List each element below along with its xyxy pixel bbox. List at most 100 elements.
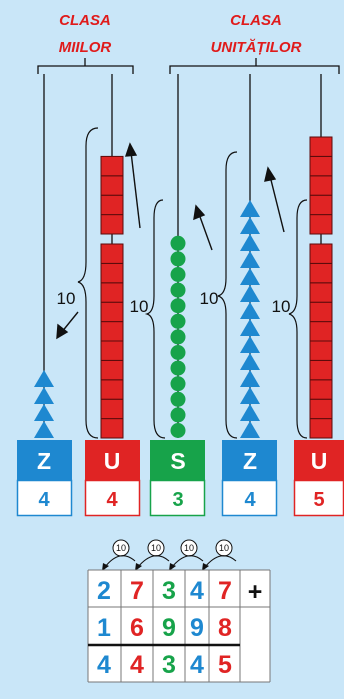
exchange-arrow-2-head — [124, 142, 138, 157]
beads-thousands-tens — [34, 370, 54, 438]
bead-col4-9 — [240, 285, 260, 302]
bead-col2-8 — [100, 282, 124, 303]
header-left-line1: CLASA — [59, 12, 111, 29]
row1-digit-5: 7 — [218, 577, 232, 605]
bead-col4-4 — [240, 370, 260, 387]
bead-col3-12 — [170, 251, 186, 267]
bead-col2-9 — [100, 262, 124, 284]
bead-col4-10 — [240, 268, 260, 285]
exchange-arrow-4 — [269, 175, 285, 233]
tile-s — [150, 440, 205, 480]
tile-label-1: Z — [37, 448, 51, 474]
exchange-arrow-4-head — [264, 166, 277, 182]
exchange-arrow-1-head — [56, 323, 69, 340]
bead-col2-4 — [100, 359, 124, 381]
value-2: 4 — [106, 489, 118, 511]
bead-col3-2 — [170, 407, 186, 423]
beads-tens — [240, 200, 260, 438]
bead-col5-2 — [309, 398, 333, 420]
bead-col1-2 — [34, 404, 54, 421]
value-3: 3 — [172, 489, 183, 511]
bead-col1-4 — [34, 370, 54, 387]
bead-col2-1 — [100, 418, 124, 439]
result-digit-4: 4 — [190, 651, 204, 679]
result-digit-2: 4 — [130, 651, 144, 679]
row1-digit-4: 4 — [190, 577, 204, 605]
bead-col5-5 — [309, 340, 333, 361]
row1-digit-2: 7 — [130, 577, 144, 605]
exchange-brace-1 — [77, 127, 99, 439]
exchange-arrow-2 — [130, 151, 141, 229]
bead-col2-6 — [100, 321, 124, 342]
header-right-line1: CLASA — [230, 12, 282, 29]
bead-col3-9 — [170, 298, 186, 314]
carry-label-1: 10 — [116, 543, 126, 553]
bead-col3-1 — [170, 423, 186, 438]
bead-col2-5 — [100, 340, 124, 361]
bead-col3-3 — [170, 391, 186, 407]
bead-col5-15 — [309, 136, 333, 157]
carry-arc-4 — [204, 555, 237, 568]
row2-digit-3: 9 — [162, 614, 176, 642]
tile-label-4: Z — [243, 448, 257, 474]
result-digit-5: 5 — [218, 651, 232, 679]
tile-z-thousands — [17, 440, 72, 480]
row2-digit-1: 1 — [97, 614, 111, 642]
exchange-brace-2 — [144, 199, 166, 439]
bead-col5-4 — [309, 359, 333, 381]
grid-background — [88, 570, 270, 682]
bead-col3-8 — [170, 313, 186, 329]
bead-col5-13 — [309, 175, 333, 196]
carry-arc-1 — [104, 555, 136, 568]
bead-col4-2 — [240, 404, 260, 421]
bead-col2-12 — [100, 194, 124, 216]
result-digit-3: 3 — [162, 651, 176, 679]
bead-col4-11 — [240, 251, 260, 268]
exchange-label-4: 10 — [272, 297, 291, 316]
value-4: 4 — [244, 489, 256, 511]
row1-digit-3: 3 — [162, 577, 176, 605]
value-box-1 — [16, 479, 73, 517]
exchange-brace-4 — [288, 199, 308, 439]
carry-label-4: 10 — [219, 543, 229, 553]
value-box-2 — [84, 479, 141, 517]
bead-col2-7 — [100, 301, 124, 323]
bead-col5-10 — [309, 243, 333, 264]
exchange-label-1: 10 — [57, 289, 76, 308]
bead-col3-4 — [170, 376, 186, 392]
exchange-brace-3 — [217, 151, 238, 439]
bead-col5-14 — [309, 155, 333, 177]
bead-col5-12 — [309, 194, 333, 216]
carry-arrowhead-3 — [169, 563, 176, 571]
plus-sign: + — [248, 578, 263, 606]
bead-col5-11 — [309, 214, 333, 235]
bead-col4-7 — [240, 319, 260, 336]
bead-col5-9 — [309, 262, 333, 284]
carry-label-3: 10 — [184, 543, 194, 553]
tile-label-5: U — [311, 448, 328, 474]
bead-col4-12 — [240, 234, 260, 251]
bead-col1-1 — [34, 421, 54, 438]
bead-col3-6 — [170, 345, 186, 360]
carry-arc-2 — [137, 555, 170, 568]
bead-col2-2 — [100, 398, 124, 420]
bead-col4-14 — [240, 200, 260, 217]
bead-col4-13 — [240, 217, 260, 234]
beads-units — [309, 136, 333, 439]
result-digit-1: 4 — [97, 651, 111, 679]
carry-arrowhead-2 — [135, 563, 142, 571]
tile-u — [294, 440, 344, 480]
value-box-4 — [221, 479, 278, 517]
value-1: 4 — [38, 489, 50, 511]
value-box-3 — [149, 479, 206, 517]
bead-col5-7 — [309, 301, 333, 323]
row2-digit-5: 8 — [218, 614, 232, 642]
addition-grid — [87, 569, 271, 683]
bead-col4-3 — [240, 387, 260, 404]
exchange-arrow-3 — [198, 213, 213, 251]
bead-col4-6 — [240, 336, 260, 353]
carry-label-2: 10 — [151, 543, 161, 553]
beads-hundreds — [170, 235, 186, 438]
exchange-label-3: 10 — [200, 289, 219, 308]
exchange-label-2: 10 — [130, 297, 149, 316]
